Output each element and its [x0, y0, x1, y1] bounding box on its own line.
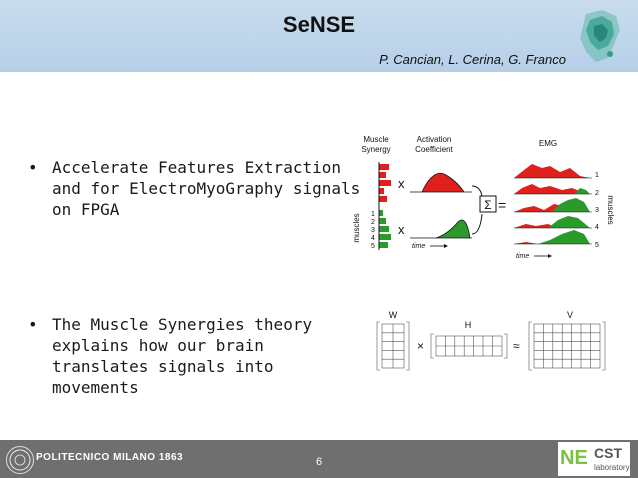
activation-curve-green	[410, 219, 472, 239]
muscle-synergy-diagram: Muscle Synergy Activation Coefficient EM…	[352, 135, 614, 260]
synergy-2-bars	[379, 210, 391, 248]
slide-header: SeNSE P. Cancian, L. Cerina, G. Franco	[0, 0, 638, 72]
activation-curve-red	[410, 173, 472, 193]
times-sign: x	[398, 222, 405, 237]
matrix-h	[430, 333, 508, 359]
muscle-number: 3	[371, 227, 375, 234]
label-time-activation: time	[412, 243, 425, 250]
slide-authors: P. Cancian, L. Cerina, G. Franco	[379, 52, 566, 67]
bullet-marker: •	[28, 158, 38, 177]
approx-sign: ≈	[513, 339, 520, 353]
sum-sign: Σ	[484, 198, 491, 212]
label-synergy: Synergy	[361, 145, 390, 154]
slide-title: SeNSE	[282, 12, 356, 37]
emg-muscle-number: 4	[595, 224, 599, 231]
emg-muscle-number: 5	[595, 242, 599, 249]
equals-sign: =	[498, 197, 506, 213]
times-sign: ×	[417, 339, 424, 353]
bullet-text: The Muscle Synergies theory explains how…	[52, 315, 313, 397]
bullet-marker: •	[28, 315, 38, 334]
brain-logo-icon	[580, 10, 620, 62]
necst-lab-logo: NE CST laboratory	[558, 442, 630, 476]
emg-muscle-number: 1	[595, 172, 599, 179]
muscle-number: 2	[371, 219, 375, 226]
label-activation: Activation	[417, 135, 452, 144]
label-muscle: Muscle	[363, 135, 389, 144]
emg-muscle-number: 2	[595, 190, 599, 197]
sum-box	[479, 195, 497, 213]
label-coefficient: Coefficient	[415, 145, 453, 154]
matrix-v	[528, 321, 606, 371]
matrix-w	[376, 321, 410, 371]
page-number: 6	[315, 456, 323, 468]
label-muscles-right: muscles	[606, 195, 614, 224]
university-name: POLITECNICO MILANO 1863	[36, 452, 184, 463]
muscle-number: 1	[371, 211, 375, 218]
slide-footer: POLITECNICO MILANO 1863 6 NE CST laborat…	[0, 440, 638, 478]
label-time-emg: time	[516, 253, 529, 260]
emg-traces	[514, 164, 592, 245]
matrix-v-label: V	[567, 310, 573, 320]
lab-logo-cst: CST	[594, 445, 622, 461]
matrix-h-label: H	[465, 320, 472, 330]
lab-logo-sub: laboratory	[594, 463, 630, 472]
lab-logo-ne: NE	[560, 447, 588, 469]
muscle-number: 4	[371, 235, 375, 242]
synergy-1-bars	[379, 164, 391, 202]
label-emg: EMG	[539, 139, 557, 148]
bullet-text: Accelerate Features Extraction and for E…	[52, 158, 361, 219]
matrix-factorization-diagram: W H V × ≈	[376, 310, 606, 371]
label-muscles-left: muscles	[352, 213, 361, 242]
matrix-w-label: W	[389, 310, 398, 320]
muscle-number: 5	[371, 243, 375, 250]
university-seal-icon	[6, 446, 34, 474]
times-sign: x	[398, 176, 405, 191]
emg-muscle-number: 3	[595, 207, 599, 214]
